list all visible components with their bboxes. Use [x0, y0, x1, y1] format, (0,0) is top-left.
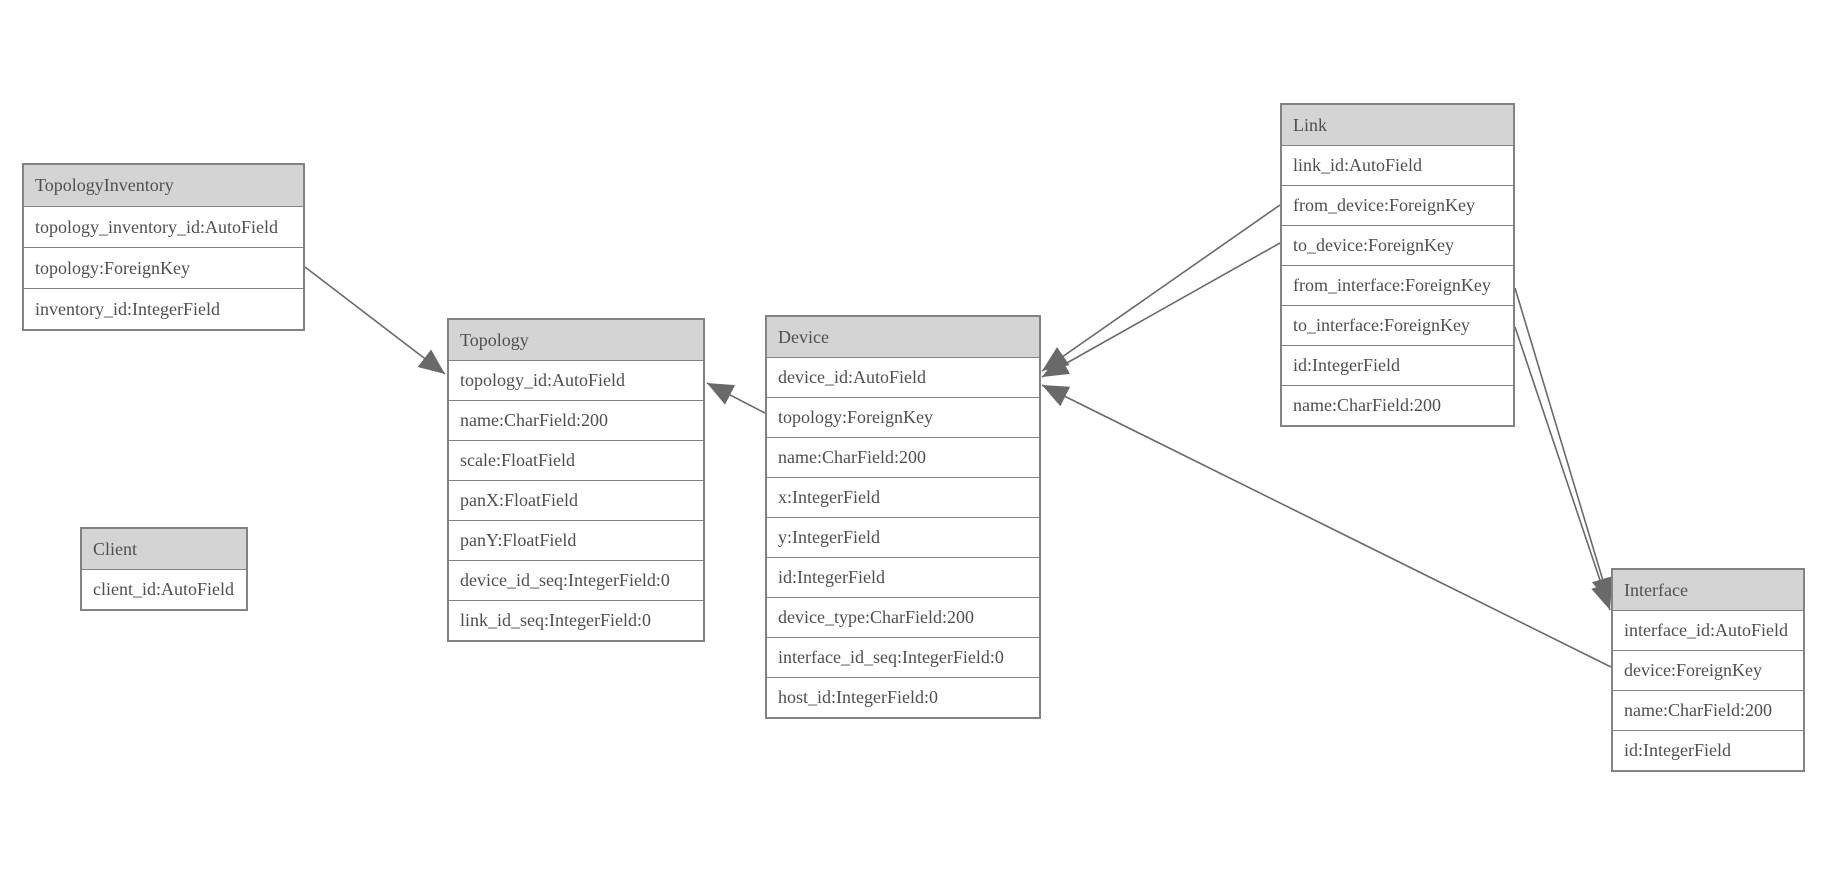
entity-field: topology:ForeignKey [767, 397, 1039, 437]
entity-field: device:ForeignKey [1613, 650, 1803, 690]
entity-title: Client [82, 529, 246, 569]
entity-field: name:CharField:200 [767, 437, 1039, 477]
entity-field: topology_inventory_id:AutoField [24, 206, 303, 247]
entity-field: id:IntegerField [1282, 345, 1513, 385]
connection-link-from-interface [1514, 287, 1614, 605]
entity-field: inventory_id:IntegerField [24, 288, 303, 329]
entity-field: id:IntegerField [767, 557, 1039, 597]
entity-field: from_interface:ForeignKey [1282, 265, 1513, 305]
entity-field: client_id:AutoField [82, 569, 246, 609]
entity-field: link_id:AutoField [1282, 145, 1513, 185]
entity-field: device_id_seq:IntegerField:0 [449, 560, 703, 600]
entity-field: device_id:AutoField [767, 357, 1039, 397]
entity-field: topology_id:AutoField [449, 360, 703, 400]
connection-interface-device [1041, 384, 1612, 668]
entity-field: interface_id:AutoField [1613, 610, 1803, 650]
entity-field: y:IntegerField [767, 517, 1039, 557]
entity-field: name:CharField:200 [449, 400, 703, 440]
entity-field: device_type:CharField:200 [767, 597, 1039, 637]
entity-title: TopologyInventory [24, 165, 303, 206]
entity-field: to_device:ForeignKey [1282, 225, 1513, 265]
entity-field: panX:FloatField [449, 480, 703, 520]
entity-title: Link [1282, 105, 1513, 145]
entity-field: id:IntegerField [1613, 730, 1803, 770]
connection-topologyinventory-topology [304, 266, 446, 375]
entity-field: scale:FloatField [449, 440, 703, 480]
entity-field: from_device:ForeignKey [1282, 185, 1513, 225]
entity-field: host_id:IntegerField:0 [767, 677, 1039, 717]
entity-field: interface_id_seq:IntegerField:0 [767, 637, 1039, 677]
connection-link-to-device [1041, 242, 1281, 378]
connection-link-to-interface [1514, 326, 1613, 611]
entity-title: Device [767, 317, 1039, 357]
entity-field: name:CharField:200 [1282, 385, 1513, 425]
entity-field: x:IntegerField [767, 477, 1039, 517]
entity-title: Interface [1613, 570, 1803, 610]
entity-field: name:CharField:200 [1613, 690, 1803, 730]
entity-field: link_id_seq:IntegerField:0 [449, 600, 703, 640]
connection-link-from-device [1041, 204, 1281, 372]
connection-device-topology [706, 382, 766, 414]
entity-field: panY:FloatField [449, 520, 703, 560]
entity-title: Topology [449, 320, 703, 360]
entity-field: topology:ForeignKey [24, 247, 303, 288]
entity-field: to_interface:ForeignKey [1282, 305, 1513, 345]
